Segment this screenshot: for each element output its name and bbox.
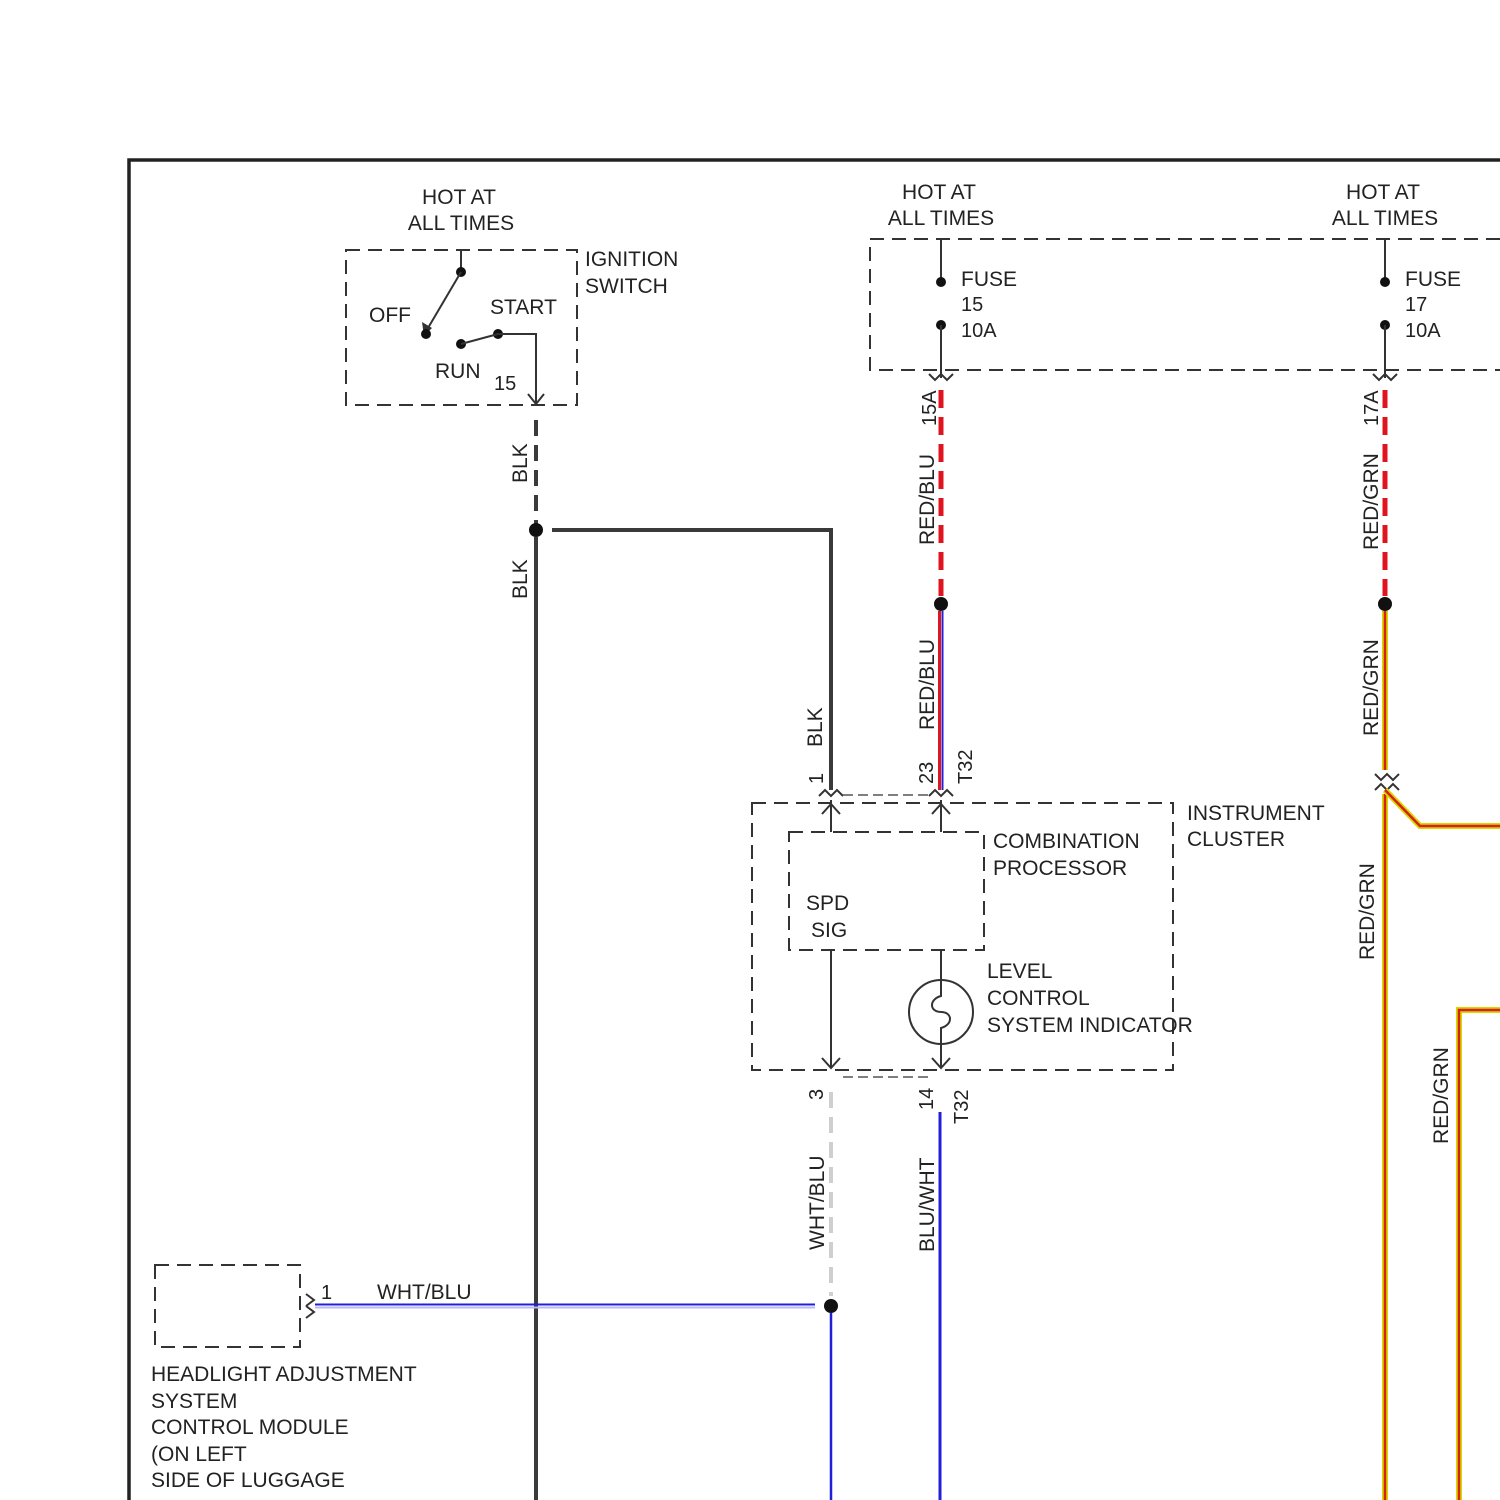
diagram-frame bbox=[129, 160, 1500, 1500]
headlight-module-label-4: (ON LEFT bbox=[151, 1443, 247, 1466]
headlight-module-box bbox=[155, 1265, 300, 1347]
blk-label-cluster: BLK bbox=[804, 707, 827, 747]
headlight-module-label-2: SYSTEM bbox=[151, 1390, 237, 1413]
ignition-off-label: OFF bbox=[369, 304, 411, 327]
headlight-module-label-5: SIDE OF LUGGAGE bbox=[151, 1469, 345, 1492]
red-grn-right-core bbox=[1459, 1010, 1500, 1500]
red-blu-label-lower: RED/BLU bbox=[916, 639, 939, 730]
fuse15-rating: 10A bbox=[961, 320, 997, 342]
ignition-run-start-link bbox=[461, 334, 498, 344]
fuse15-number: 15 bbox=[961, 294, 983, 316]
ignition-off-contact bbox=[421, 329, 431, 339]
wht-blu-label-horizontal: WHT/BLU bbox=[377, 1281, 472, 1304]
red-grn-label-upper: RED/GRN bbox=[1360, 453, 1383, 550]
fuse15-top-dot bbox=[936, 277, 946, 287]
cluster-bottom-connector-label: T32 bbox=[951, 1090, 973, 1124]
fuse17-hot-label-2: ALL TIMES bbox=[1332, 207, 1438, 230]
red-grn-branch-core bbox=[1385, 790, 1500, 826]
cluster-pin-23-connector-icon bbox=[929, 790, 953, 796]
ignition-switch: HOT AT ALL TIMES IGNITION SWITCH OFF STA… bbox=[346, 186, 678, 405]
fuse17-label: FUSE bbox=[1405, 268, 1461, 291]
cluster-pin-1-connector-icon bbox=[819, 790, 843, 796]
fuse15-terminal-label: 15A bbox=[919, 390, 941, 426]
combination-processor-label-2: PROCESSOR bbox=[993, 857, 1127, 880]
red-blu-wire: 15A RED/BLU RED/BLU bbox=[916, 390, 948, 790]
blk-wire-to-cluster bbox=[552, 530, 831, 790]
cluster-top-connector-label: T32 bbox=[955, 750, 977, 784]
cluster-pin-23-label: 23 bbox=[916, 762, 938, 784]
sig-label: SIG bbox=[811, 919, 847, 942]
ignition-switch-label-2: SWITCH bbox=[585, 275, 668, 298]
fuse17-terminal-label: 17A bbox=[1361, 390, 1383, 426]
signal-wires: WHT/BLU WHT/BLU BLU/WHT bbox=[315, 1092, 940, 1500]
ignition-terminal-label: 15 bbox=[494, 373, 516, 395]
red-blu-label-upper: RED/BLU bbox=[916, 454, 939, 545]
headlight-module-label-3: CONTROL MODULE bbox=[151, 1416, 349, 1439]
fuse-box: HOT AT ALL TIMES HOT AT ALL TIMES FUSE 1… bbox=[870, 181, 1500, 380]
ignition-blade bbox=[428, 272, 461, 328]
fuse17-number: 17 bbox=[1405, 294, 1427, 316]
red-grn-label-mid: RED/GRN bbox=[1360, 639, 1383, 736]
red-grn-splice-dot bbox=[1378, 597, 1392, 611]
cluster-pin-3-label: 3 bbox=[806, 1089, 828, 1100]
instrument-cluster-label-1: INSTRUMENT bbox=[1187, 802, 1325, 825]
fuse15-label: FUSE bbox=[961, 268, 1017, 291]
ignition-start-label: START bbox=[490, 296, 557, 319]
indicator-label-1: LEVEL bbox=[987, 960, 1052, 983]
headlight-module-connector-icon bbox=[306, 1294, 314, 1318]
combination-processor-label-1: COMBINATION bbox=[993, 830, 1140, 853]
instrument-cluster: 1 23 T32 INSTRUMENT CLUSTER COMBINATION … bbox=[752, 750, 1325, 1124]
blu-wht-label: BLU/WHT bbox=[916, 1157, 939, 1252]
headlight-module-label-1: HEADLIGHT ADJUSTMENT bbox=[151, 1363, 417, 1386]
cluster-pin-14-label: 14 bbox=[916, 1088, 938, 1110]
ignition-hot-label-1: HOT AT bbox=[422, 186, 496, 209]
fuse15-hot-label-1: HOT AT bbox=[902, 181, 976, 204]
wht-blu-splice-dot bbox=[824, 1299, 838, 1313]
blk-wires: BLK BLK BLK bbox=[509, 420, 831, 1500]
red-grn-right-outline bbox=[1459, 1010, 1500, 1500]
fuse17-rating: 10A bbox=[1405, 320, 1441, 342]
cluster-pin-1-label: 1 bbox=[806, 773, 828, 784]
fuse15-hot-label-2: ALL TIMES bbox=[888, 207, 994, 230]
blk-splice-dot bbox=[529, 523, 543, 537]
indicator-label-2: CONTROL bbox=[987, 987, 1090, 1010]
red-grn-label-right: RED/GRN bbox=[1430, 1047, 1453, 1144]
blk-label-upper: BLK bbox=[509, 443, 532, 483]
red-grn-connector-icon bbox=[1375, 774, 1399, 780]
wht-blu-label-vertical: WHT/BLU bbox=[806, 1156, 829, 1251]
red-blu-splice-dot bbox=[934, 597, 948, 611]
fuse17-hot-label-1: HOT AT bbox=[1346, 181, 1420, 204]
spd-label: SPD bbox=[806, 892, 849, 915]
red-grn-wires: 17A RED/GRN RED/GRN RED/GRN RED/GRN bbox=[1356, 390, 1500, 1500]
headlight-module-pin-label: 1 bbox=[321, 1282, 332, 1304]
indicator-label-3: SYSTEM INDICATOR bbox=[987, 1014, 1193, 1037]
instrument-cluster-label-2: CLUSTER bbox=[1187, 828, 1285, 851]
ignition-run-label: RUN bbox=[435, 360, 481, 383]
bulb-filament-icon bbox=[932, 980, 950, 1044]
ignition-hot-label-2: ALL TIMES bbox=[408, 212, 514, 235]
blk-label-lower: BLK bbox=[509, 559, 532, 599]
ignition-switch-label-1: IGNITION bbox=[585, 248, 678, 271]
red-grn-label-lower: RED/GRN bbox=[1356, 863, 1379, 960]
fuse17-top-dot bbox=[1380, 277, 1390, 287]
